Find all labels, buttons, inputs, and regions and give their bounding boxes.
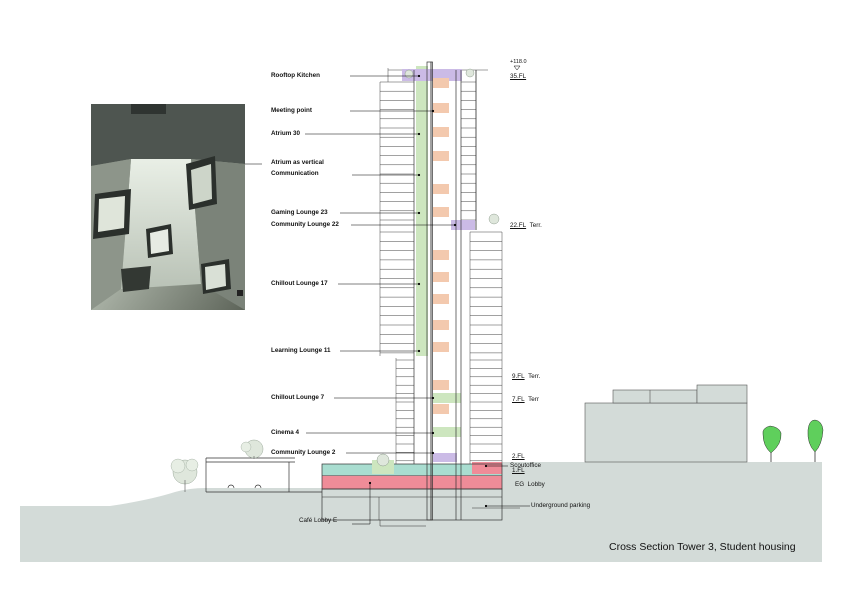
lounge-zone [433, 207, 449, 217]
level-eg: EG Lobby [515, 481, 545, 489]
label-cafe-lobby: Café Lobby E [299, 517, 338, 524]
lounge-zone [433, 320, 449, 330]
label-underground-parking: Underground parking [531, 502, 591, 509]
level-35-label: 35.FL [510, 73, 527, 80]
label-learning-lounge-11: Learning Lounge 11 [271, 347, 331, 354]
label-chillout-lounge-17: Chillout Lounge 17 [271, 280, 328, 287]
label-gaming-lounge-23: Gaming Lounge 23 [271, 209, 328, 216]
pavilion [205, 457, 322, 493]
level-9-label: 9.FL [512, 373, 525, 380]
lounge-zone [433, 272, 449, 282]
community-22-zone [451, 220, 475, 230]
level-2: 2.FL [512, 453, 525, 461]
level-22-label: 22.FL [510, 222, 527, 229]
lounge-zone [433, 342, 449, 352]
label-rooftop-kitchen: Rooftop Kitchen [271, 72, 320, 79]
lounge-zone [433, 294, 449, 304]
podium-zones [321, 462, 520, 527]
lounge-zone [433, 380, 449, 390]
ground-terrain [20, 462, 822, 562]
level-eg-label: EG [515, 481, 525, 488]
lounge-zone [433, 427, 461, 437]
label-cinema-4: Cinema 4 [271, 429, 299, 436]
atrium-photo [91, 104, 245, 310]
community-2-zone [433, 453, 457, 462]
lounge-zone [433, 393, 461, 403]
lounge-zone [433, 151, 449, 161]
level-35: 35.FL [510, 73, 526, 81]
level-eg-lobby: Lobby [527, 481, 545, 488]
level-7-terrace: Terr [528, 396, 539, 403]
lower-block [395, 358, 502, 464]
left-trees [170, 439, 264, 492]
level-2-label: 2.FL [512, 453, 525, 460]
neighbour-building [584, 384, 748, 463]
leader-lines [245, 75, 530, 525]
level-1: 1.FL [512, 467, 525, 475]
label-community-lounge-2: Community Lounge 2 [271, 449, 336, 456]
label-atrium-vertical: Atrium as vertical [271, 159, 324, 166]
level-22-terrace: Terr. [529, 222, 542, 229]
lounge-zone [433, 78, 449, 88]
tower-core [413, 61, 477, 521]
lounge-zone [433, 127, 449, 137]
label-atrium-30: Atrium 30 [271, 130, 301, 137]
level-9-terrace: Terr. [528, 373, 541, 380]
elevation-marker [513, 65, 521, 71]
level-top-elevation: +118.0 [510, 59, 527, 65]
leader-dots [233, 74, 488, 508]
atrium-zone [416, 66, 428, 356]
lounge-zone [433, 250, 449, 260]
label-communication: Communication [271, 170, 319, 177]
label-scoutoffice: Scoutoffice [510, 462, 542, 469]
label-community-lounge-22: Community Lounge 22 [271, 221, 339, 228]
lounge-zone [433, 404, 449, 414]
lounge-zone [433, 103, 449, 113]
level-1-label: 1.FL [512, 467, 525, 474]
caption: Cross Section Tower 3, Student housing [609, 541, 796, 553]
label-chillout-lounge-7: Chillout Lounge 7 [271, 394, 325, 401]
level-22: 22.FL Terr. [510, 222, 542, 230]
lounge-zone [433, 184, 449, 194]
right-trees [762, 419, 824, 462]
program-zones [372, 66, 475, 474]
cafe-zone [372, 460, 394, 474]
level-7-label: 7.FL [512, 396, 525, 403]
level-7: 7.FL Terr [512, 396, 539, 404]
level-9: 9.FL Terr. [512, 373, 540, 381]
label-meeting-point: Meeting point [271, 107, 312, 114]
